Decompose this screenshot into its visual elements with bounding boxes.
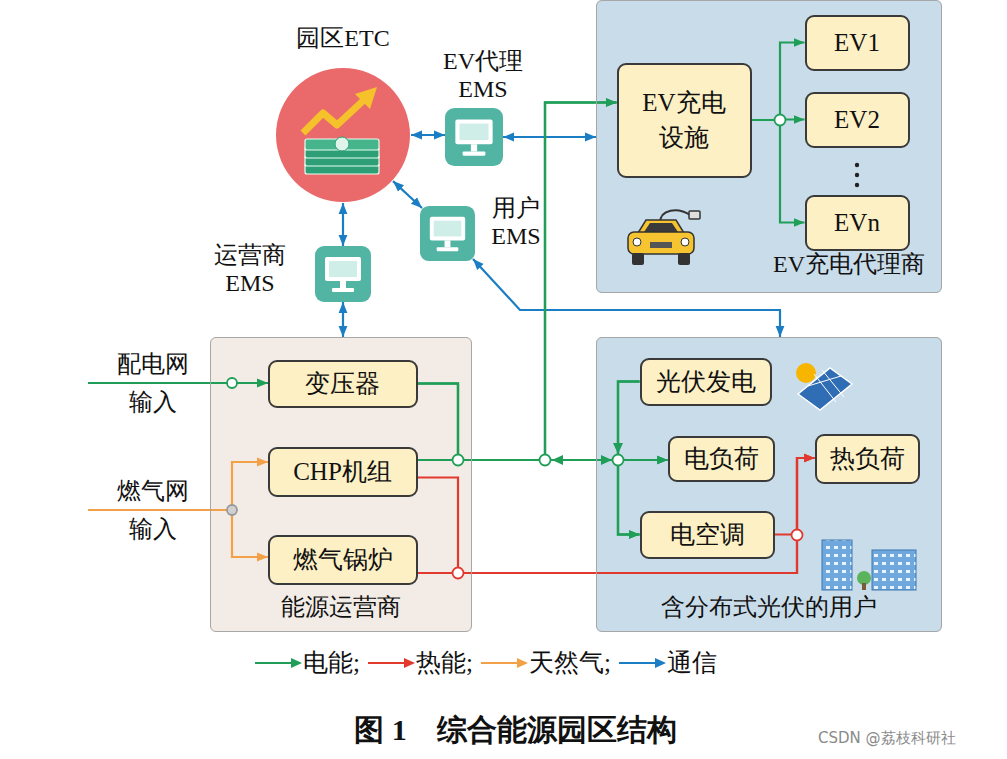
node-heading: EV充电代理商 <box>597 251 925 279</box>
monitor-icon <box>445 108 503 166</box>
flow-connector <box>752 43 805 121</box>
box-label: 热负荷 <box>830 444 905 474</box>
ems-terminal: 用户 EMS <box>420 206 475 261</box>
box-label: 光伏发电 <box>656 367 756 397</box>
legend-item: 天然气; <box>479 646 611 679</box>
flow-connector <box>393 181 422 208</box>
flow-connector <box>418 384 668 461</box>
box-label: EV2 <box>834 105 880 135</box>
process-box: 变压器 <box>268 360 418 408</box>
flow-connector <box>411 134 445 136</box>
process-box: EVn <box>805 195 910 251</box>
panel-fill <box>596 337 942 632</box>
watermark: CSDN @荔枝科研社 <box>818 729 1003 747</box>
process-box: 光伏发电 <box>640 358 772 406</box>
process-box: 电空调 <box>640 511 775 559</box>
ems-terminal: 运营商 EMS <box>315 246 371 302</box>
box-label: 电负荷 <box>684 444 759 474</box>
group-panel: 光伏发电电负荷 热负荷电空调含分布式光伏的用户 <box>596 337 942 632</box>
box-label: EV1 <box>834 28 880 58</box>
process-box: EV2 <box>805 92 910 148</box>
pv-panel-icon <box>796 363 852 410</box>
node-heading: 用户 EMS <box>483 195 549 250</box>
legend-text: 热能; <box>416 646 473 679</box>
ems-terminal: EV代理 EMS <box>445 108 503 166</box>
process-box: 电负荷 <box>668 436 775 482</box>
process-box: 热负荷 <box>815 434 920 484</box>
building-icon <box>822 540 916 590</box>
flow-connector <box>752 120 805 223</box>
process-box: EV充电 设施 <box>617 63 752 178</box>
money-icon <box>275 67 411 203</box>
node-heading: 能源运营商 <box>211 594 470 622</box>
node-heading: EV代理 EMS <box>433 48 533 103</box>
legend-item: 电能; <box>253 646 360 679</box>
box-label: 燃气锅炉 <box>293 545 393 575</box>
flow-connector <box>418 460 640 535</box>
panel-fill <box>210 337 472 632</box>
group-panel: 变压器 CHP机组燃气锅炉能源运营商 <box>210 337 472 632</box>
panel-fill <box>596 0 942 293</box>
node-heading: 园区ETC <box>255 25 431 53</box>
group-panel: EV充电 设施 EV1EV2EVnEV充电代理商 <box>596 0 942 293</box>
trading-center-circle: 园区ETC <box>275 67 411 203</box>
process-box: EV1 <box>805 15 910 71</box>
legend-sample <box>617 653 667 673</box>
box-label: EV充电 设施 <box>634 85 734 155</box>
box-label: 电空调 <box>670 520 745 550</box>
legend-text: 天然气; <box>529 646 611 679</box>
monitor-icon <box>420 206 475 261</box>
legend-sample <box>366 653 416 673</box>
node-heading: 运营商 EMS <box>205 242 295 297</box>
flow-connector <box>473 259 780 337</box>
flow-connector <box>342 203 344 246</box>
legend-text: 通信 <box>667 646 717 679</box>
flow-connector <box>418 384 640 535</box>
monitor-icon <box>315 246 371 302</box>
process-box: 燃气锅炉 <box>268 535 418 585</box>
process-box: CHP机组 <box>268 447 418 497</box>
input-label: 配电网 输入 <box>112 345 194 422</box>
box-label: 变压器 <box>305 369 380 399</box>
input-wires <box>88 383 268 557</box>
flow-connector <box>418 103 617 461</box>
input-label: 燃气网 输入 <box>112 472 194 549</box>
box-label: EVn <box>834 208 880 238</box>
legend-item: 热能; <box>366 646 473 679</box>
car-icon <box>628 210 700 265</box>
ellipsis-dots <box>855 163 859 187</box>
flow-connector <box>342 302 344 337</box>
node-heading: 含分布式光伏的用户 <box>597 594 940 622</box>
flow-connector <box>418 103 617 461</box>
legend-text: 电能; <box>303 646 360 679</box>
flow-connector <box>775 458 815 535</box>
flow-connector <box>503 136 596 138</box>
legend-sample <box>479 653 529 673</box>
legend-item: 通信 <box>617 646 717 679</box>
legend-sample <box>253 653 303 673</box>
figure-caption: 图 1 综合能源园区结构 <box>0 710 1007 751</box>
legend: 电能; 热能; 天然气; 通信 <box>253 646 723 679</box>
box-label: CHP机组 <box>293 457 392 487</box>
